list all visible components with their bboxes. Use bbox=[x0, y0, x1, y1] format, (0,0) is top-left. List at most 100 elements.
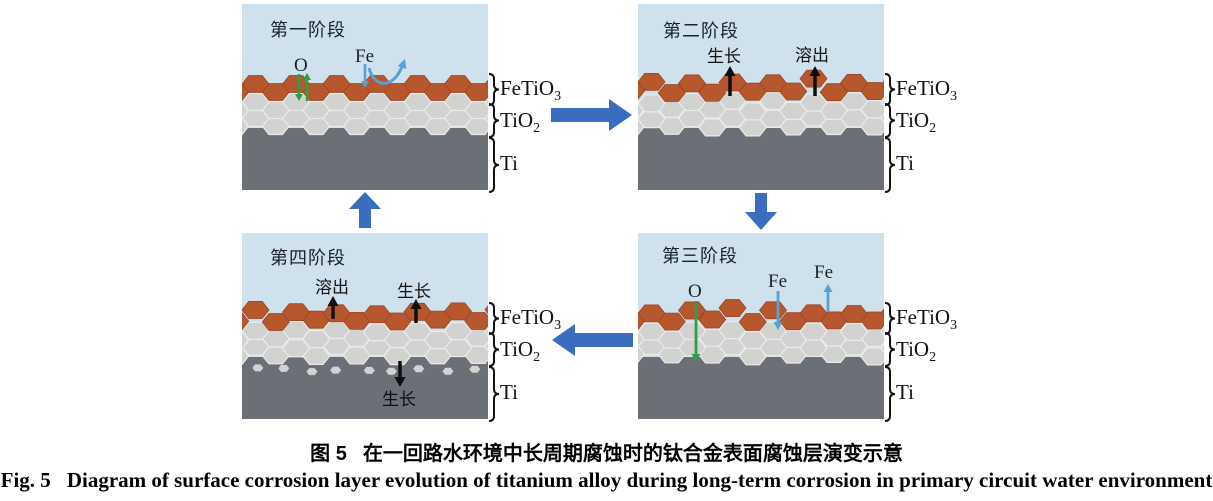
arrowhead bbox=[809, 66, 821, 76]
arrowhead bbox=[361, 81, 369, 88]
layer-braces bbox=[884, 302, 896, 422]
arrowhead bbox=[724, 66, 736, 76]
arrowhead bbox=[823, 284, 833, 292]
tio2-layer-label: TiO2 bbox=[896, 337, 936, 365]
arrowhead bbox=[327, 296, 339, 306]
stage-4-layer-art bbox=[242, 233, 488, 419]
tio2-hexagon bbox=[880, 113, 884, 123]
curly-brace bbox=[488, 103, 500, 138]
curly-brace bbox=[884, 366, 896, 422]
curly-brace bbox=[884, 332, 896, 367]
caption-text-en: Diagram of surface corrosion layer evolu… bbox=[66, 468, 1213, 492]
iron-label: Fe bbox=[355, 46, 374, 67]
tio2-hexagon bbox=[799, 93, 828, 112]
tio2-hexagon bbox=[484, 326, 488, 337]
fetio3-layer-label: FeTiO3 bbox=[500, 305, 561, 333]
tio2-nucleus-hexagon bbox=[469, 365, 481, 373]
growth-label-in-ti: 生长 bbox=[382, 390, 416, 409]
fetio3-hexagon bbox=[839, 74, 869, 92]
tio2-hexagon bbox=[242, 346, 250, 366]
tio2-hexagon bbox=[242, 92, 270, 112]
tio2-hexagon bbox=[403, 322, 432, 341]
flow-arrow-stage3-to-stage4 bbox=[551, 323, 633, 357]
fetio3-hexagon bbox=[464, 312, 488, 330]
tio2-hexagon bbox=[839, 322, 869, 341]
flow-arrow-stage2-to-stage3 bbox=[744, 193, 778, 231]
fetio3-hexagon bbox=[638, 304, 666, 323]
tio2-hexagon bbox=[362, 323, 392, 342]
curly-brace bbox=[884, 302, 896, 335]
tio2-hexagon bbox=[362, 92, 392, 112]
stage-3-arrows bbox=[691, 284, 833, 362]
caption-english: Fig. 5 Diagram of surface corrosion layer… bbox=[0, 468, 1213, 493]
tio2-nucleus-hexagon bbox=[442, 367, 454, 375]
iron-label: Fe bbox=[814, 262, 833, 283]
tio2-layer-label: TiO2 bbox=[500, 108, 540, 136]
tio2-layer-label: TiO2 bbox=[896, 108, 936, 136]
tio2-hexagon bbox=[677, 321, 707, 341]
stage-2-arrows bbox=[724, 66, 821, 96]
fetio3-hexagon bbox=[383, 312, 412, 331]
curly-brace bbox=[488, 332, 500, 367]
stage-4-canvas: 第四阶段 溶出 生长 生长 bbox=[242, 233, 488, 419]
fetio3-hexagon bbox=[799, 304, 828, 323]
tio2-hexagon bbox=[443, 92, 473, 112]
tio2-layer-label: TiO2 bbox=[500, 337, 540, 365]
up-arrow-icon bbox=[349, 192, 381, 228]
stage-1-panel: 第一阶段 O Fe bbox=[242, 4, 488, 190]
fetio3-hexagon bbox=[758, 301, 788, 320]
ti-layer-label: Ti bbox=[896, 380, 914, 404]
stage-4-layer-labels: FeTiO3 TiO2 Ti bbox=[488, 233, 593, 425]
stage-2-panel: 第二阶段 生长 溶出 bbox=[638, 4, 884, 190]
stage-2-layer-art bbox=[638, 4, 884, 190]
arrowhead bbox=[394, 377, 406, 387]
tio2-nucleus-hexagon bbox=[252, 364, 264, 372]
fetio3-hexagon bbox=[362, 305, 392, 324]
tio2-hexagon bbox=[638, 322, 666, 341]
tio2-hexagon bbox=[880, 326, 884, 336]
fetio3-layer-label: FeTiO3 bbox=[500, 76, 561, 104]
stage-1-title: 第一阶段 bbox=[270, 20, 346, 40]
tio2-nucleus-hexagon bbox=[330, 366, 342, 374]
curly-brace bbox=[488, 73, 500, 106]
tio2-hexagon bbox=[880, 343, 884, 353]
stage-2-layer-labels: FeTiO3 TiO2 Ti bbox=[884, 4, 989, 196]
fetio3-hexagon bbox=[819, 83, 848, 102]
fetio3-hexagon bbox=[758, 74, 788, 93]
growth-label: 生长 bbox=[707, 47, 741, 66]
iron-label: Fe bbox=[768, 271, 787, 292]
layer-braces bbox=[884, 73, 896, 193]
fetio3-hexagon bbox=[242, 75, 270, 93]
fetio3-hexagon bbox=[443, 75, 473, 93]
down-arrow-icon bbox=[745, 193, 777, 230]
tio2-hexagon bbox=[403, 92, 432, 112]
tio2-hexagon bbox=[799, 322, 828, 341]
curly-brace bbox=[488, 366, 500, 422]
stage-4-panel: 第四阶段 溶出 生长 生长 bbox=[242, 233, 488, 419]
arrowhead bbox=[691, 354, 701, 362]
fetio3-hexagon bbox=[718, 299, 747, 317]
stage-3-layer-art bbox=[638, 233, 884, 419]
fetio3-hexagon bbox=[242, 301, 270, 319]
fetio3-layer-label: FeTiO3 bbox=[896, 305, 957, 333]
fetio3-hexagon bbox=[322, 75, 351, 93]
tio2-hexagon bbox=[443, 321, 473, 341]
fetio3-hexagon bbox=[657, 84, 686, 102]
fetio3-hexagon bbox=[281, 75, 311, 93]
tio2-hexagon bbox=[242, 330, 250, 350]
stage-4-title: 第四阶段 bbox=[270, 248, 346, 268]
fetio3-hexagon bbox=[698, 83, 727, 102]
arrowhead bbox=[303, 73, 311, 80]
fetio3-hexagon bbox=[242, 312, 250, 331]
fetio3-hexagon bbox=[880, 80, 884, 90]
fetio3-hexagon bbox=[362, 75, 392, 93]
curly-brace bbox=[884, 73, 896, 106]
tio2-hexagon bbox=[738, 102, 768, 121]
tio2-nucleus-hexagon bbox=[413, 365, 425, 373]
stage-2-title: 第二阶段 bbox=[663, 21, 739, 41]
fetio3-hexagon bbox=[484, 79, 488, 89]
stage-3-canvas: 第三阶段 O Fe Fe bbox=[638, 233, 884, 419]
figure-number-en: Fig. 5 bbox=[0, 468, 51, 492]
